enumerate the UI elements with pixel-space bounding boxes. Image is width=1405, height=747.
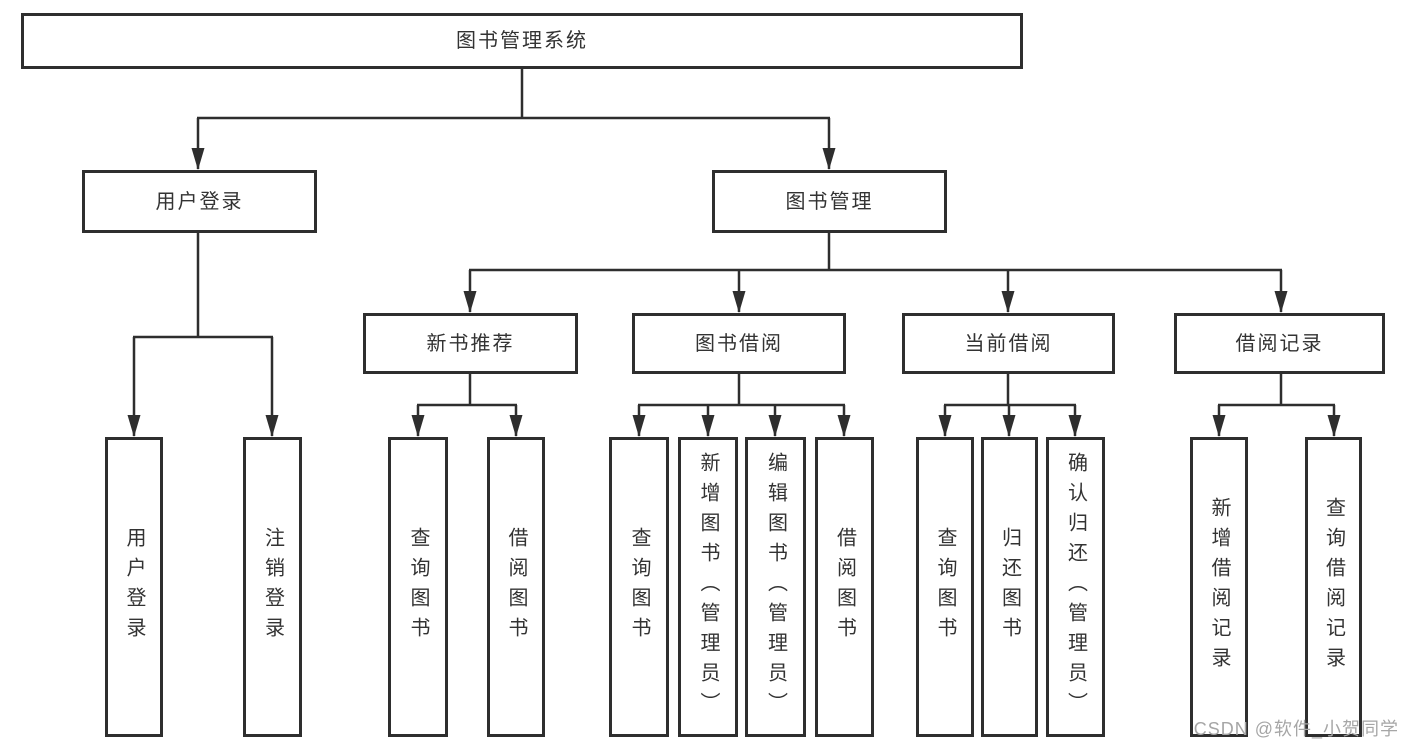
book-branch-split: [463, 233, 1288, 313]
user-branch-split: [127, 233, 279, 437]
node-query-books-3: 查询图书: [916, 437, 974, 737]
node-return-books: 归还图书: [981, 437, 1038, 737]
new-rec-split: [411, 374, 523, 437]
node-query-books-2: 查询图书: [609, 437, 669, 737]
node-user-login-module: 用户登录: [82, 170, 317, 233]
node-user-login-action: 用户登录: [105, 437, 163, 737]
node-query-borrow-record: 查询借阅记录: [1305, 437, 1362, 737]
node-root-system: 图书管理系统: [21, 13, 1023, 69]
node-logout-action: 注销登录: [243, 437, 302, 737]
node-confirm-return-admin: 确认归还（管理员）: [1046, 437, 1105, 737]
node-add-borrow-record: 新增借阅记录: [1190, 437, 1248, 737]
node-book-borrowing: 图书借阅: [632, 313, 846, 374]
csdn-watermark: CSDN @软件_小贺同学: [1193, 719, 1399, 739]
node-current-borrowing: 当前借阅: [902, 313, 1115, 374]
record-split: [1212, 374, 1341, 437]
node-borrow-books-2: 借阅图书: [815, 437, 874, 737]
root-split: [191, 68, 836, 170]
book-borrow-split: [632, 374, 851, 437]
node-borrow-records: 借阅记录: [1174, 313, 1385, 374]
node-new-book-recommend: 新书推荐: [363, 313, 578, 374]
node-edit-books-admin: 编辑图书（管理员）: [745, 437, 806, 737]
node-book-management-module: 图书管理: [712, 170, 947, 233]
node-borrow-books-1: 借阅图书: [487, 437, 545, 737]
current-borrow-split: [938, 374, 1082, 437]
node-add-books-admin: 新增图书（管理员）: [678, 437, 738, 737]
node-query-books-1: 查询图书: [388, 437, 448, 737]
